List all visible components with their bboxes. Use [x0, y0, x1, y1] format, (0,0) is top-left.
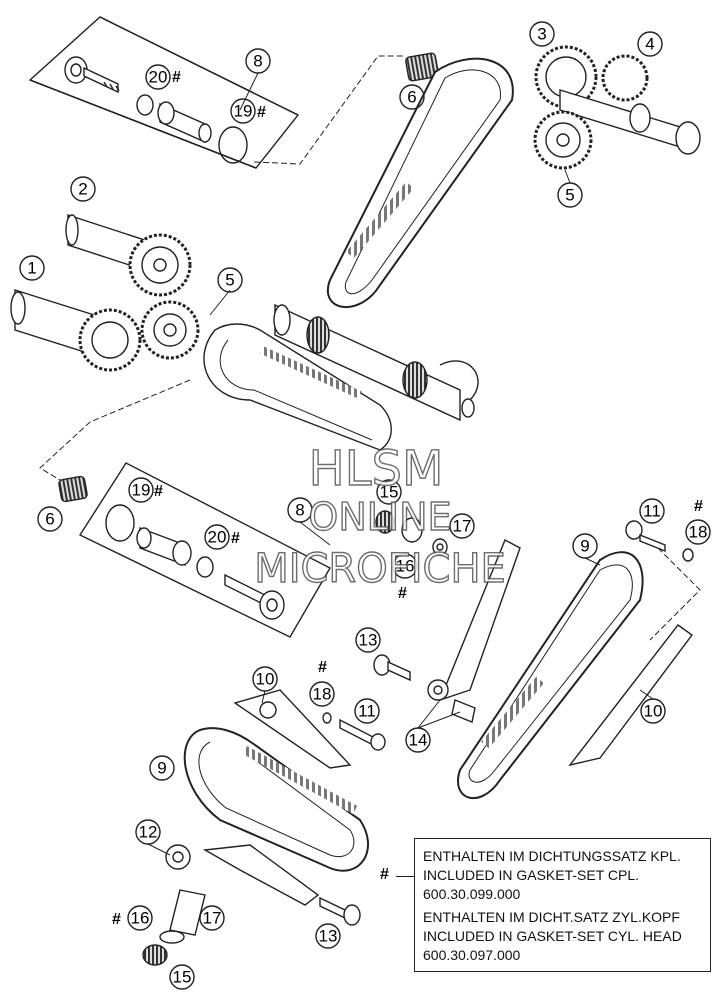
callout-numbers: 8 20 19 6 3 4 5 2 1 5 6 19 20 8 15 17 16…	[27, 25, 707, 987]
watermark-line-3: MICROFICHE	[254, 546, 506, 592]
callout-15-lower: 15	[173, 968, 192, 987]
tensioner-plug-cluster	[375, 510, 448, 556]
marker-18-right: #	[694, 498, 703, 515]
callout-11-left: 11	[358, 702, 376, 721]
watermark-line-2: ONLINE	[308, 495, 451, 539]
callout-6-upper: 6	[407, 88, 416, 107]
camshaft-pair-upper	[533, 45, 701, 170]
callout-20-lower: 20	[208, 528, 227, 547]
callout-10-right: 10	[644, 702, 663, 721]
marker-20-upper: #	[172, 69, 181, 86]
needle-bearing-lower	[58, 475, 88, 503]
legend-leader	[396, 876, 414, 878]
marker-18-left: #	[318, 659, 327, 676]
gasket-panel-lower	[78, 462, 331, 638]
watermark: HLSM ONLINE MICROFICHE	[253, 440, 506, 592]
callout-rings	[19, 21, 711, 990]
callout-5-upper: 5	[565, 186, 574, 205]
gasket-set-markers: # # # # # # # #	[112, 69, 703, 928]
tensioner-rail-right	[427, 539, 521, 723]
legend-line-2: INCLUDED IN GASKET-SET CPL.	[423, 867, 640, 883]
marker-16-lower: #	[112, 911, 121, 928]
crankshaft-assembly	[203, 303, 479, 451]
callout-20-upper: 20	[149, 68, 168, 87]
callout-3: 3	[537, 25, 546, 44]
callout-16-upper: 16	[396, 557, 415, 576]
callout-9-lower: 9	[157, 759, 166, 778]
callout-10-left: 10	[256, 670, 275, 689]
callout-17-lower: 17	[203, 909, 222, 928]
callout-8-upper: 8	[253, 52, 262, 71]
legend-box: ENTHALTEN IM DICHTUNGSSATZ KPL. INCLUDED…	[414, 838, 711, 972]
callout-18-left: 18	[313, 685, 332, 704]
marker-16-upper: #	[398, 585, 407, 602]
legend-line-3: 600.30.099.000	[423, 886, 521, 902]
camshaft-pair-left	[10, 214, 200, 372]
callout-13-lower: 13	[319, 927, 338, 946]
callout-8-lower: 8	[295, 501, 304, 520]
leader-lines	[147, 72, 654, 856]
bolt-11-left	[322, 712, 386, 751]
bolt-13-upper	[373, 654, 411, 682]
callout-19-lower: 19	[132, 481, 151, 500]
legend-line-1: ENTHALTEN IM DICHTUNGSSATZ KPL.	[423, 848, 681, 864]
callout-12: 12	[139, 823, 158, 842]
legend-marker: #	[380, 866, 389, 883]
callout-5-left: 5	[225, 271, 234, 290]
watermark-line-1: HLSM	[309, 441, 444, 497]
callout-13-upper: 13	[359, 631, 378, 650]
legend-line-5: INCLUDED IN GASKET-SET CYL. HEAD	[423, 928, 682, 944]
gasket-panel-upper	[28, 16, 300, 169]
legend-line-6: 600.30.097.000	[423, 947, 521, 963]
marker-20-lower: #	[231, 530, 240, 547]
callout-14: 14	[409, 731, 428, 750]
marker-19-upper: #	[257, 104, 266, 121]
callout-16-lower: 16	[131, 909, 150, 928]
timing-chain-upper	[327, 57, 514, 309]
timing-chain-right	[457, 551, 644, 800]
bolt-11-right	[625, 520, 694, 562]
callout-11-right: 11	[643, 502, 661, 521]
callout-9-right: 9	[580, 537, 589, 556]
callout-19-upper: 19	[234, 102, 253, 121]
callout-6-lower: 6	[45, 510, 54, 529]
marker-19-lower: #	[154, 483, 163, 500]
callout-17-upper: 17	[453, 517, 472, 536]
callout-18-right: 18	[689, 523, 708, 542]
callout-1: 1	[27, 259, 36, 278]
guide-rail-right	[568, 624, 693, 767]
guide-rail-left	[233, 689, 352, 769]
callout-2: 2	[78, 180, 87, 199]
needle-bearing-upper	[405, 52, 439, 82]
legend-line-4: ENTHALTEN IM DICHT.SATZ ZYL.KOPF	[423, 909, 680, 925]
tensioner-rail-lower	[142, 844, 361, 966]
timing-chain-lower	[183, 727, 370, 872]
callout-15-upper: 15	[380, 483, 399, 502]
callout-4: 4	[645, 35, 654, 54]
